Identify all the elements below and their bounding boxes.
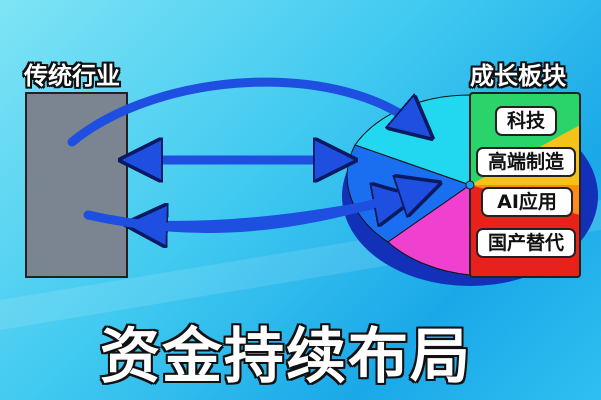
sector-label-tech: 科技 <box>495 106 557 136</box>
flow-arrow-1 <box>67 77 420 147</box>
flow-arrow-4 <box>83 188 425 234</box>
growth-sector-title: 成长板块 <box>470 62 566 90</box>
sector-label-domestic: 国产替代 <box>476 228 576 258</box>
headline: 资金持续布局 <box>100 322 472 392</box>
sector-label-ai: AI应用 <box>481 187 573 217</box>
traditional-industry-title: 传统行业 <box>24 62 120 90</box>
sector-label-manufacturing: 高端制造 <box>476 147 576 177</box>
